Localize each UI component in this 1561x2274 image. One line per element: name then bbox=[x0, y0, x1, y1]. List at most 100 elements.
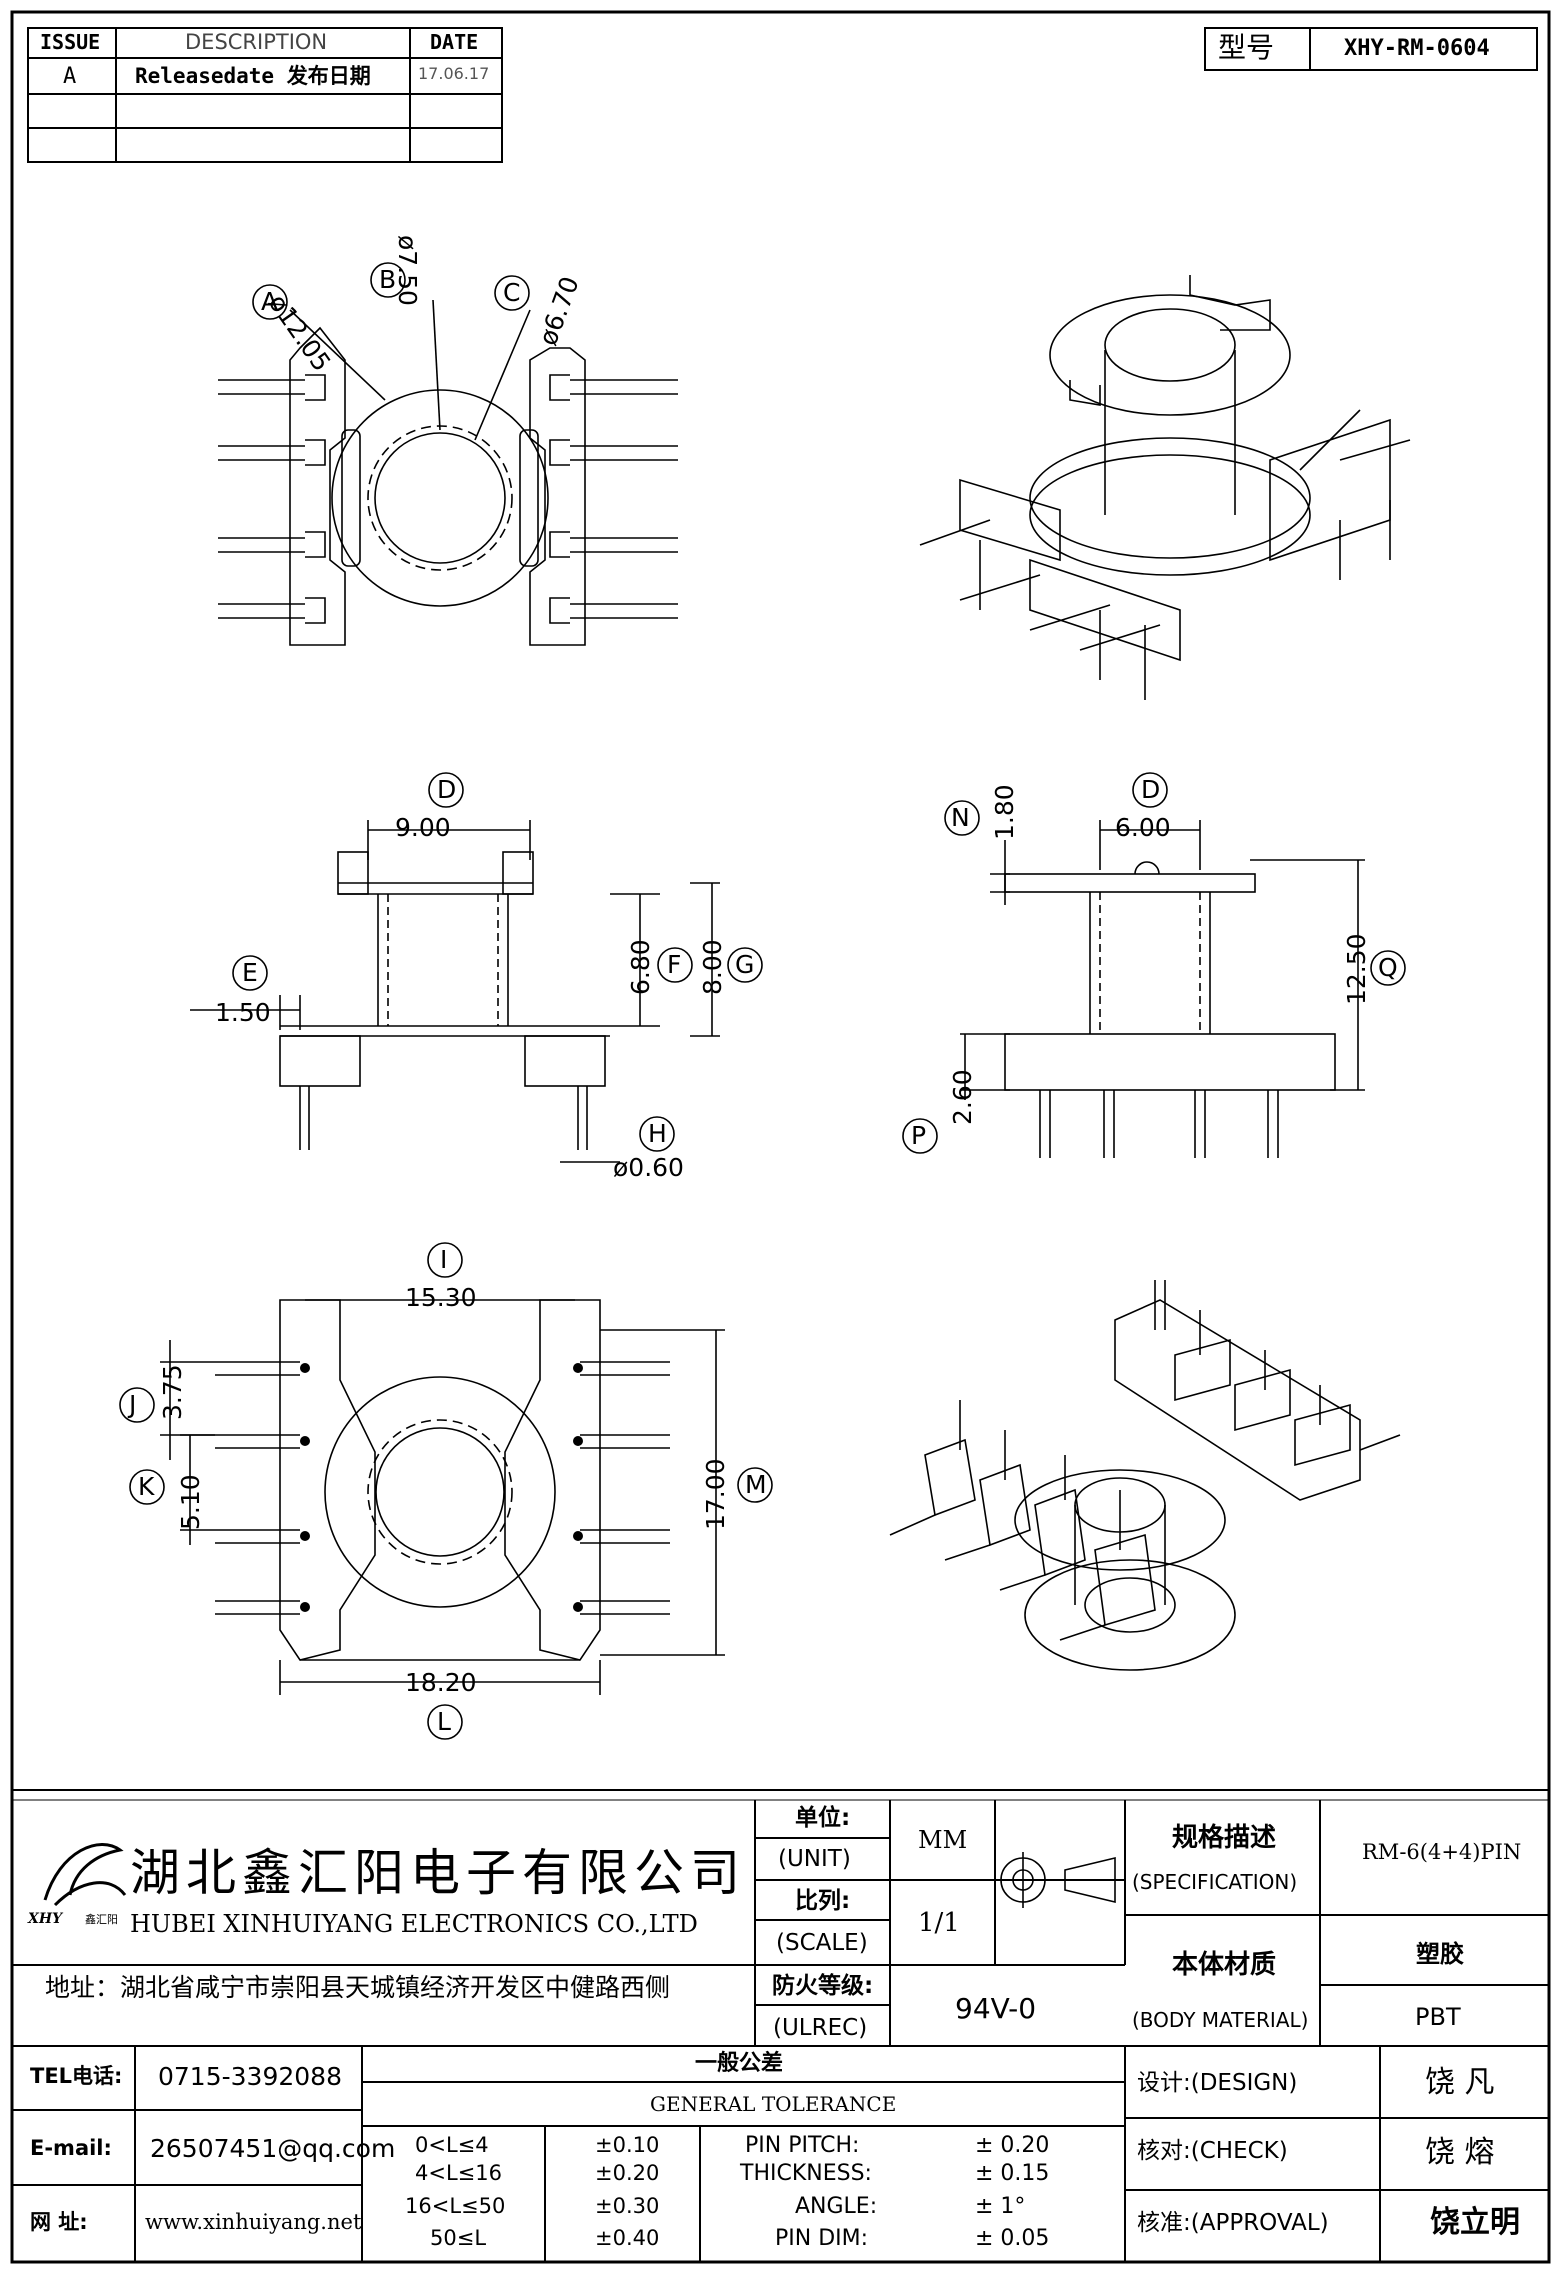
callout-k: K bbox=[138, 1472, 155, 1501]
pin-pitch-label: PIN PITCH: bbox=[745, 2133, 860, 2158]
unit-value: MM bbox=[918, 1826, 968, 1854]
callout-p: P bbox=[911, 1121, 927, 1150]
pin-dim-value: ± 0.05 bbox=[975, 2226, 1050, 2251]
check-name: 饶 熔 bbox=[1425, 2135, 1495, 2170]
check-label: 核对:(CHECK) bbox=[1137, 2138, 1288, 2164]
dim-b: ø7.50 bbox=[393, 235, 422, 306]
flange-circle bbox=[331, 389, 549, 607]
callout-g: G bbox=[735, 950, 755, 979]
thickness-label: THICKNESS: bbox=[740, 2161, 872, 2186]
spec-value: RM-6(4+4)PIN bbox=[1362, 1840, 1522, 1864]
pin-dim-label: PIN DIM: bbox=[775, 2226, 869, 2251]
tol-range-4: 50≤L bbox=[430, 2226, 487, 2250]
material-value-cn: 塑胶 bbox=[1416, 1940, 1464, 1968]
pin-pitch-value: ± 0.20 bbox=[975, 2133, 1050, 2158]
rev-header-date: DATE bbox=[430, 30, 479, 54]
callout-l: L bbox=[437, 1707, 451, 1736]
unit-label-cn: 单位: bbox=[795, 1805, 851, 1831]
rev-header-description: DESCRIPTION bbox=[185, 30, 328, 54]
dim-d-side: 9.00 bbox=[395, 813, 451, 842]
design-label: 设计:(DESIGN) bbox=[1137, 2070, 1298, 2096]
company-logo bbox=[43, 1843, 127, 1907]
title-block-grid bbox=[12, 1789, 1549, 2262]
logo-text: XHY bbox=[28, 1911, 63, 1927]
ul-label-cn: 防火等级: bbox=[772, 1973, 874, 1999]
scale-label-cn: 比列: bbox=[795, 1888, 851, 1914]
material-label-cn: 本体材质 bbox=[1172, 1950, 1277, 1980]
iso-view-top bbox=[919, 275, 1411, 700]
top-view bbox=[218, 299, 678, 646]
dim-j: 3.75 bbox=[158, 1364, 187, 1420]
model-value: XHY-RM-0604 bbox=[1344, 36, 1490, 61]
rev-row-date: 17.06.17 bbox=[418, 64, 490, 83]
side-view bbox=[190, 820, 720, 1163]
tol-value-3: ±0.30 bbox=[595, 2194, 660, 2218]
tol-range-3: 16<L≤50 bbox=[405, 2194, 506, 2218]
tol-range-2: 4<L≤16 bbox=[415, 2161, 502, 2185]
dim-d-front: 6.00 bbox=[1115, 813, 1171, 842]
callout-i: I bbox=[440, 1245, 448, 1274]
company-name-en: HUBEI XINHUIYANG ELECTRONICS CO.,LTD bbox=[130, 1910, 698, 1938]
dim-e: 1.50 bbox=[215, 998, 271, 1027]
callout-d-front: D bbox=[1141, 775, 1161, 804]
front-view bbox=[960, 820, 1365, 1158]
callout-a: A bbox=[261, 287, 279, 316]
logo-sub: 鑫汇阳 bbox=[85, 1913, 118, 1926]
approval-name: 饶立明 bbox=[1430, 2205, 1520, 2240]
scale-label-en: (SCALE) bbox=[776, 1930, 868, 1956]
rev-header-issue: ISSUE bbox=[40, 30, 101, 54]
dim-q: 12.50 bbox=[1342, 933, 1371, 1005]
design-name: 饶 凡 bbox=[1425, 2065, 1495, 2100]
projection-symbol bbox=[995, 1852, 1116, 1908]
dim-h: ø0.60 bbox=[613, 1153, 684, 1182]
unit-label-en: (UNIT) bbox=[778, 1846, 851, 1872]
callout-n: N bbox=[951, 803, 970, 832]
callout-d-side: D bbox=[437, 775, 457, 804]
angle-value: ± 1° bbox=[975, 2194, 1026, 2219]
ul-value: 94V-0 bbox=[955, 1992, 1037, 2025]
tel-value: 0715-3392088 bbox=[158, 2062, 342, 2091]
tol-value-4: ±0.40 bbox=[595, 2226, 660, 2250]
ul-label-en: (ULREC) bbox=[773, 2015, 868, 2041]
core-hidden-circle bbox=[367, 425, 513, 571]
core-circle bbox=[374, 432, 506, 564]
material-label-en: (BODY MATERIAL) bbox=[1132, 2008, 1309, 2032]
callout-circles bbox=[119, 262, 1406, 1740]
dim-i: 15.30 bbox=[405, 1283, 477, 1312]
callout-b: B bbox=[379, 265, 397, 294]
bottom-view-pin-marks bbox=[300, 1363, 583, 1612]
dim-p: 2.60 bbox=[948, 1069, 977, 1125]
sheet-border bbox=[10, 10, 1551, 2264]
tolerance-title-en: GENERAL TOLERANCE bbox=[650, 2092, 897, 2116]
scale-value: 1/1 bbox=[918, 1908, 960, 1938]
thickness-value: ± 0.15 bbox=[975, 2161, 1050, 2186]
dim-k: 5.10 bbox=[176, 1474, 205, 1530]
model-box bbox=[1204, 27, 1538, 71]
web-label: 网 址: bbox=[30, 2210, 88, 2234]
material-value-en: PBT bbox=[1415, 2003, 1461, 2031]
model-label: 型号 bbox=[1218, 31, 1275, 64]
dim-g: 8.00 bbox=[698, 939, 727, 995]
company-address: 地址：湖北省咸宁市崇阳县天城镇经济开发区中健路西侧 bbox=[45, 1973, 671, 2002]
spec-label-en: (SPECIFICATION) bbox=[1132, 1870, 1298, 1894]
callout-q: Q bbox=[1378, 953, 1398, 982]
dim-m: 17.00 bbox=[701, 1458, 730, 1530]
callout-f: F bbox=[667, 950, 682, 979]
web-value: www.xinhuiyang.net bbox=[145, 2210, 362, 2234]
tolerance-title-cn: 一般公差 bbox=[695, 2051, 784, 2076]
dim-l: 18.20 bbox=[405, 1668, 477, 1697]
spec-label-cn: 规格描述 bbox=[1172, 1823, 1277, 1853]
email-label: E-mail: bbox=[30, 2136, 112, 2160]
revision-table-grid bbox=[27, 27, 503, 163]
angle-label: ANGLE: bbox=[795, 2194, 878, 2219]
dim-f: 6.80 bbox=[626, 939, 655, 995]
callout-c: C bbox=[503, 278, 521, 307]
tol-value-1: ±0.10 bbox=[595, 2133, 660, 2157]
email-value: 26507451@qq.com bbox=[150, 2134, 396, 2163]
approval-label: 核准:(APPROVAL) bbox=[1137, 2210, 1329, 2236]
callout-e: E bbox=[242, 958, 258, 987]
callout-m: M bbox=[745, 1470, 767, 1499]
dim-n: 1.80 bbox=[990, 784, 1019, 840]
